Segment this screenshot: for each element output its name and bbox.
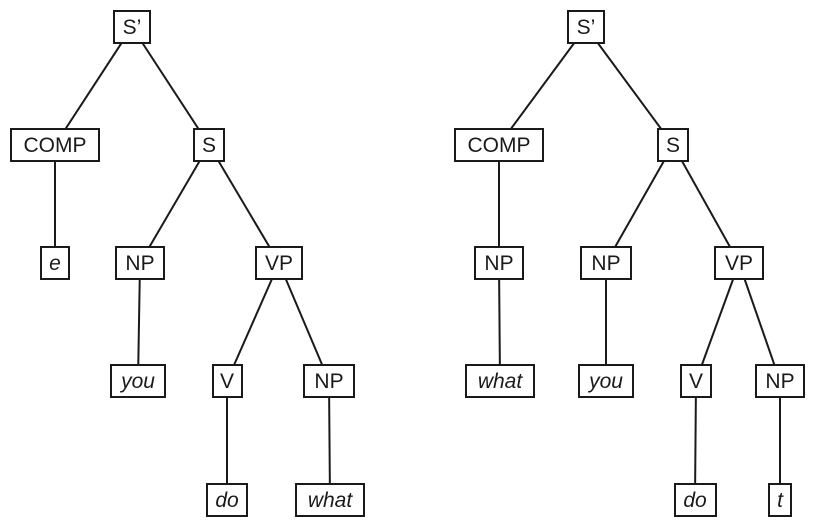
tree-node-right-tree-np1: NP [474,246,524,280]
tree-node-right-tree-v: V [680,364,712,398]
tree-node-right-tree-comp: COMP [454,128,544,162]
tree-edge-right-tree-v-do [694,380,697,501]
tree-edge-left-tree-sp-comp [54,26,133,146]
tree-edge-right-tree-s-vp [672,144,740,264]
tree-edge-left-tree-vp-v [226,262,280,382]
tree-node-left-tree-do: do [206,483,248,517]
tree-edge-right-tree-sp-comp [498,26,587,146]
tree-edge-right-tree-sp-s [585,26,674,146]
tree-edge-left-tree-np1-you [137,262,141,382]
tree-node-left-tree-comp: COMP [10,128,100,162]
tree-node-right-tree-t: t [768,483,792,517]
tree-node-left-tree-e: e [40,246,70,280]
tree-node-left-tree-np1: NP [115,246,165,280]
tree-node-left-tree-what: what [295,483,365,517]
tree-node-left-tree-sp: S’ [113,10,151,44]
tree-edge-left-tree-sp-s [131,26,210,146]
tree-node-right-tree-do: do [673,483,717,517]
tree-edge-right-tree-np1-what [498,262,501,382]
tree-node-left-tree-v: V [211,364,243,398]
tree-edge-right-tree-vp-np3 [738,262,781,382]
tree-node-right-tree-vp: VP [714,246,764,280]
tree-node-left-tree-vp: VP [255,246,303,280]
tree-node-right-tree-s: S [657,128,689,162]
tree-edge-right-tree-vp-v [695,262,740,382]
tree-edge-left-tree-np2-what [328,380,331,501]
tree-node-right-tree-np3: NP [755,364,805,398]
tree-node-right-tree-np2: NP [580,246,632,280]
tree-node-right-tree-you: you [578,364,634,398]
tree-edge-right-tree-s-np2 [605,144,674,264]
tree-node-left-tree-np2: NP [303,364,355,398]
tree-node-left-tree-s: S [193,128,225,162]
tree-node-left-tree-you: you [110,364,166,398]
tree-node-right-tree-what: what [465,364,535,398]
tree-edge-left-tree-s-np1 [139,144,210,264]
tree-edge-left-tree-s-vp [208,144,280,264]
tree-node-right-tree-sp: S’ [567,10,605,44]
tree-edge-left-tree-vp-np2 [278,262,330,382]
